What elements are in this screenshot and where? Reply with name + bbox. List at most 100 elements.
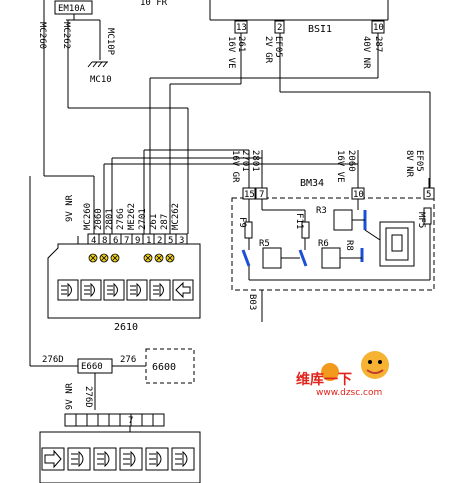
relay-r5-contact	[241, 249, 251, 267]
sw2610-pin-number: 1	[146, 236, 151, 246]
bsi-pin-2: 2	[277, 23, 282, 33]
bm34-pin-15: 15	[244, 190, 255, 200]
bm34-wire-color-2: 16V VE	[335, 150, 345, 183]
sidelight-icon	[159, 282, 164, 298]
sw2610-label: 2610	[114, 322, 138, 333]
relay-r6-label: R6	[318, 239, 329, 249]
mc10-hatch	[102, 61, 108, 68]
lamp-cross	[167, 255, 173, 261]
watermark: 维库一下 www.dzsc.com	[296, 351, 389, 398]
relay-r5-coil	[262, 247, 282, 269]
bsi-pin-10: 10	[373, 23, 384, 33]
sidelight-icon	[78, 450, 84, 468]
arrow-right-button[interactable]	[41, 447, 65, 471]
lamp-cross	[101, 255, 107, 261]
bm34-box	[231, 197, 435, 291]
bottom-pin	[64, 413, 77, 427]
sw2610-wire-code: 2701	[138, 208, 148, 230]
lamp-cross	[112, 255, 118, 261]
bm34-pin-7: 7	[259, 190, 264, 200]
fuse-f9-label: F9	[237, 217, 247, 228]
relay-r8-label: R8	[344, 240, 354, 251]
front-fog-icon	[104, 450, 110, 468]
bm34-wire-color-1: 16V GR	[230, 150, 240, 183]
lamp-cross	[90, 255, 96, 261]
module-6600-label: 6600	[152, 362, 176, 373]
bm34-wire-color-3: 8V NR	[404, 150, 414, 178]
b03-label: B03	[247, 294, 257, 310]
mascot-mouth-icon	[366, 369, 384, 374]
sw2610-pin-number: 6	[113, 236, 118, 246]
sw2610-wire-code: MC260	[83, 203, 93, 230]
mc10-hatch	[87, 61, 93, 68]
bsi-wire-color-3: 40V NR	[361, 36, 371, 69]
bottom-pin	[86, 413, 99, 427]
mc10p-label: MC10P	[105, 28, 115, 56]
fuse-mf5-label: MF5	[416, 212, 426, 228]
relay-r6-coil	[321, 247, 341, 269]
sw2610-wire-code: 287	[160, 214, 170, 230]
wire-276d-label: 276D	[42, 355, 64, 365]
bsi-wire-color-1: 16V VE	[226, 36, 236, 69]
bm34-int	[364, 229, 381, 241]
sw2610-pin-number: 2	[157, 236, 162, 246]
relay-r3-label: R3	[316, 206, 327, 216]
watermark-url: www.dzsc.com	[316, 388, 382, 398]
bsi-wire-code-1: 261	[236, 36, 246, 52]
lamp-cross	[156, 255, 162, 261]
low-beam-icon	[90, 282, 95, 298]
mascot-eye-icon	[378, 360, 382, 364]
top-cut-label: 10 FR	[140, 0, 168, 8]
bottom-pin-number: 7	[128, 416, 133, 426]
sw2610-pin-number: 4	[91, 236, 96, 246]
arrow-left-icon	[175, 281, 191, 299]
bm34-wire-code-1b: 2801	[250, 150, 260, 172]
mc10-hatch	[92, 61, 98, 68]
sw2610-pin-row: 4MC26082060628017276G9ME2621270122615287…	[83, 203, 188, 246]
relay-r3-coil	[333, 209, 353, 231]
mc10-label: MC10	[90, 75, 112, 85]
bsi-pin-13: 13	[236, 23, 247, 33]
watermark-title: 维库一下	[296, 371, 352, 388]
sw2610-wire-code: 276G	[116, 208, 126, 230]
bottom-pin	[108, 413, 121, 427]
bottom-wire-label: 276D	[83, 386, 93, 408]
sw2610-buttons	[57, 279, 194, 301]
bm34-wire-code-2: 2060	[346, 150, 356, 172]
sw2610-pin-number: 7	[124, 236, 129, 246]
bm34-label: BM34	[300, 178, 324, 189]
bottom-pin	[75, 413, 88, 427]
bottom-pin	[97, 413, 110, 427]
bsi-wire-code-2: EF05	[273, 36, 283, 58]
fuse-f11-label: F11	[294, 213, 304, 229]
sw2610-lamps	[88, 253, 175, 263]
mascot-eye-icon	[368, 360, 372, 364]
bottom-switch-buttons	[41, 447, 195, 471]
bm34-chip	[391, 234, 403, 252]
sw2610-pin-number: 8	[102, 236, 107, 246]
bsi-label: BSI1	[308, 24, 332, 35]
bsi-wire-color-2: 2V GR	[263, 36, 273, 64]
e660-label: E660	[81, 362, 103, 372]
bm34-pin-5: 5	[426, 190, 431, 200]
sw2610-wire-code: ME262	[127, 203, 137, 230]
arrow-left-button[interactable]	[172, 279, 194, 301]
bsi-wire-code-3: 287	[373, 36, 383, 52]
bottom-pin	[141, 413, 154, 427]
bm34-pin-10: 10	[353, 190, 364, 200]
bottom-pin-row: 7	[64, 413, 165, 427]
lamp-cross	[145, 255, 151, 261]
bottom-pin	[152, 413, 165, 427]
high-beam-icon	[130, 450, 136, 468]
sw2610-pin-number: 5	[168, 236, 173, 246]
sw2610-wire-code: 261	[149, 214, 159, 230]
rear-fog-icon	[67, 282, 72, 298]
sw2610-wire-code: 2060	[94, 208, 104, 230]
sw2610-pin-number: 3	[179, 236, 184, 246]
watermark-logo-icon	[321, 363, 339, 381]
mc262-label: MC262	[61, 22, 71, 49]
em10a-label: EM10A	[58, 4, 86, 14]
bottom-connector-label: 9V NR	[65, 382, 75, 410]
